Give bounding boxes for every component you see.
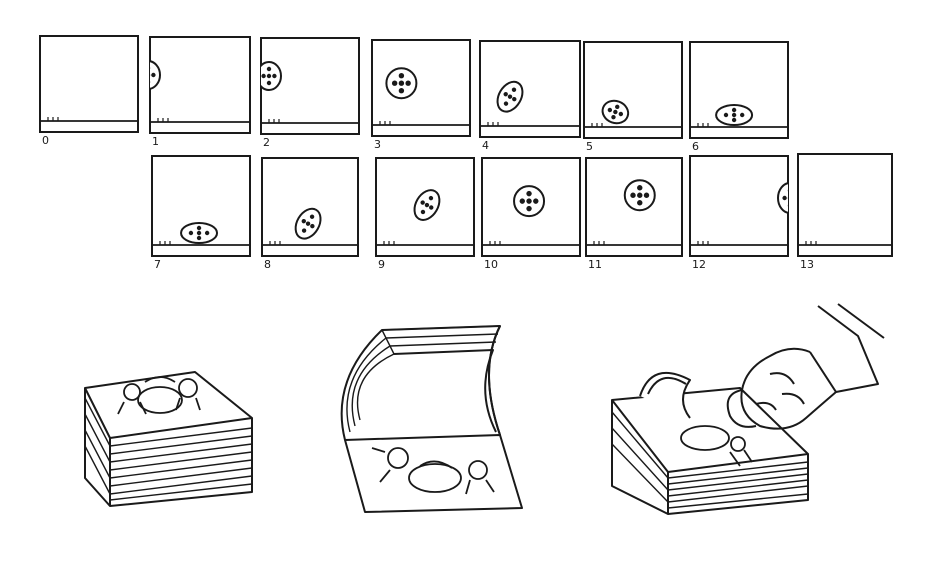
frame-number-label: 12 xyxy=(692,258,706,271)
frame-number-label: 13 xyxy=(800,258,814,271)
animation-frame: 9 xyxy=(375,157,475,271)
frame-number-label: 4 xyxy=(482,139,489,152)
animation-frame: 5 xyxy=(583,41,683,153)
animation-frame: 1 xyxy=(149,36,251,148)
animation-frame: 3 xyxy=(371,39,471,151)
animation-frame: 13 xyxy=(797,153,893,271)
frame-number-label: 3 xyxy=(374,138,381,151)
frame-number-label: 11 xyxy=(588,258,602,271)
animation-frame: 2 xyxy=(260,37,360,149)
frame-number-label: 6 xyxy=(692,140,699,153)
animation-frame: 10 xyxy=(481,157,581,271)
top-page-drawing xyxy=(117,376,201,415)
animation-frame: 4 xyxy=(479,40,581,152)
flipbook-stacked-pages xyxy=(84,371,253,507)
curled-page-drawing xyxy=(680,425,753,467)
frame-number-label: 0 xyxy=(42,134,49,147)
animation-frame: 8 xyxy=(261,157,359,271)
flipbook-thumb-flipping xyxy=(611,303,885,515)
animation-frame: 11 xyxy=(585,157,683,271)
hand-icon xyxy=(726,303,885,430)
animation-frame: 12 xyxy=(689,155,789,271)
frame-number-label: 8 xyxy=(264,258,271,271)
frame-number-label: 5 xyxy=(586,140,593,153)
frame-number-label: 10 xyxy=(484,258,498,271)
frame-number-label: 1 xyxy=(152,135,159,148)
flipbook-pages-lifted xyxy=(340,325,523,513)
lifted-page-drawing xyxy=(371,447,495,495)
frame-number-label: 9 xyxy=(378,258,385,271)
animation-frame: 7 xyxy=(151,155,251,271)
frame-number-label: 7 xyxy=(154,258,161,271)
animation-frame: 0 xyxy=(39,35,139,147)
frame-number-label: 2 xyxy=(263,136,270,149)
animation-frame: 6 xyxy=(689,41,789,153)
